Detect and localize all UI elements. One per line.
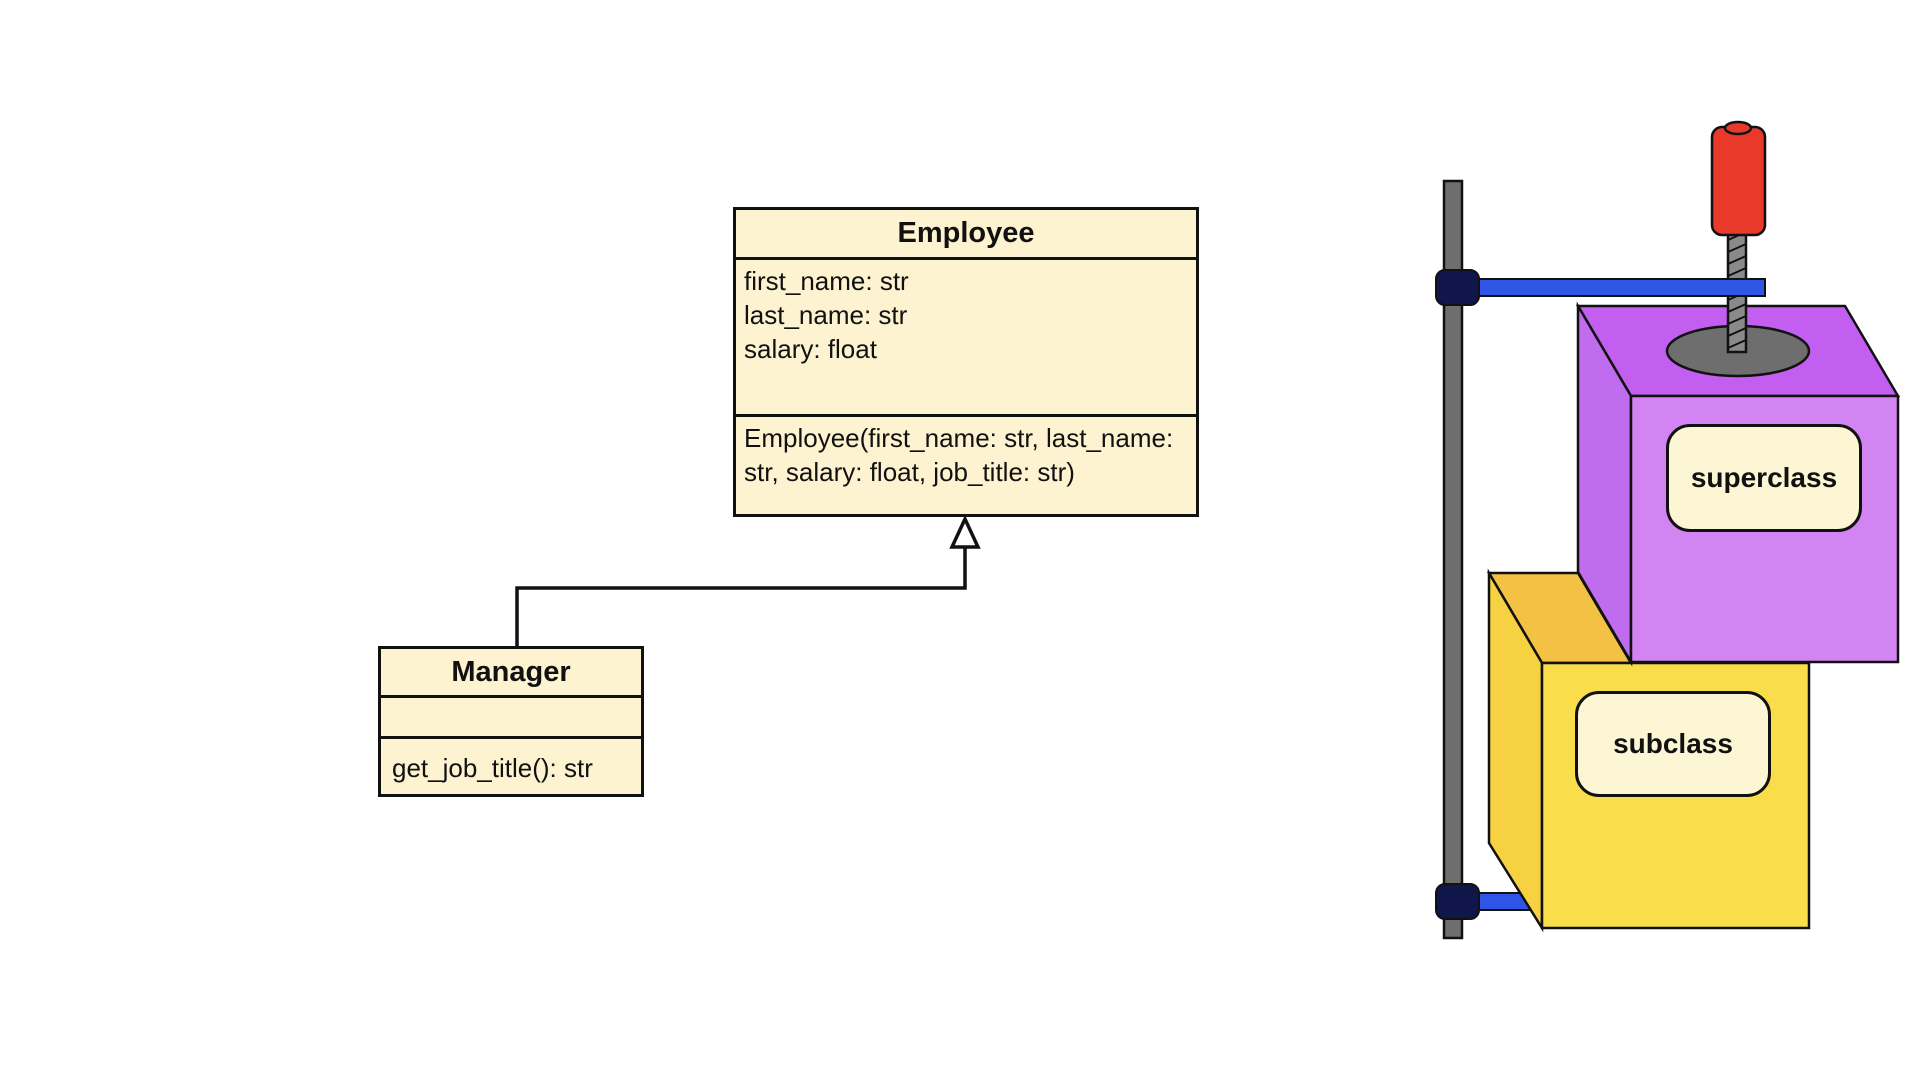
employee-class-box: Employee first_name: str last_name: str … [733,207,1199,517]
employee-attribute: salary: float [744,334,877,364]
employee-attribute: last_name: str [744,300,908,330]
employee-class-name: Employee [736,210,1196,260]
employee-attributes: first_name: str last_name: str salary: f… [736,260,1196,417]
clamp-handle [1710,120,1767,237]
generalization-arrowhead [949,514,981,549]
manager-class-name: Manager [381,649,641,698]
manager-class-box: Manager get_job_title(): str [378,646,644,797]
subclass-label: subclass [1575,691,1771,797]
top-clamp-bar [1459,278,1766,297]
manager-operations: get_job_title(): str [381,739,641,794]
manager-attributes [381,698,641,739]
employee-attribute: first_name: str [744,266,909,296]
employee-operations: Employee(first_name: str, last_name: str… [736,417,1196,514]
bottom-clamp-joint [1435,883,1480,920]
top-clamp-joint [1435,269,1480,306]
superclass-label: superclass [1666,424,1862,532]
manager-operation: get_job_title(): str [392,753,593,783]
stand-pole [1442,179,1464,940]
inheritance-arrow [515,514,981,646]
employee-constructor: Employee(first_name: str, last_name: str… [744,423,1174,487]
